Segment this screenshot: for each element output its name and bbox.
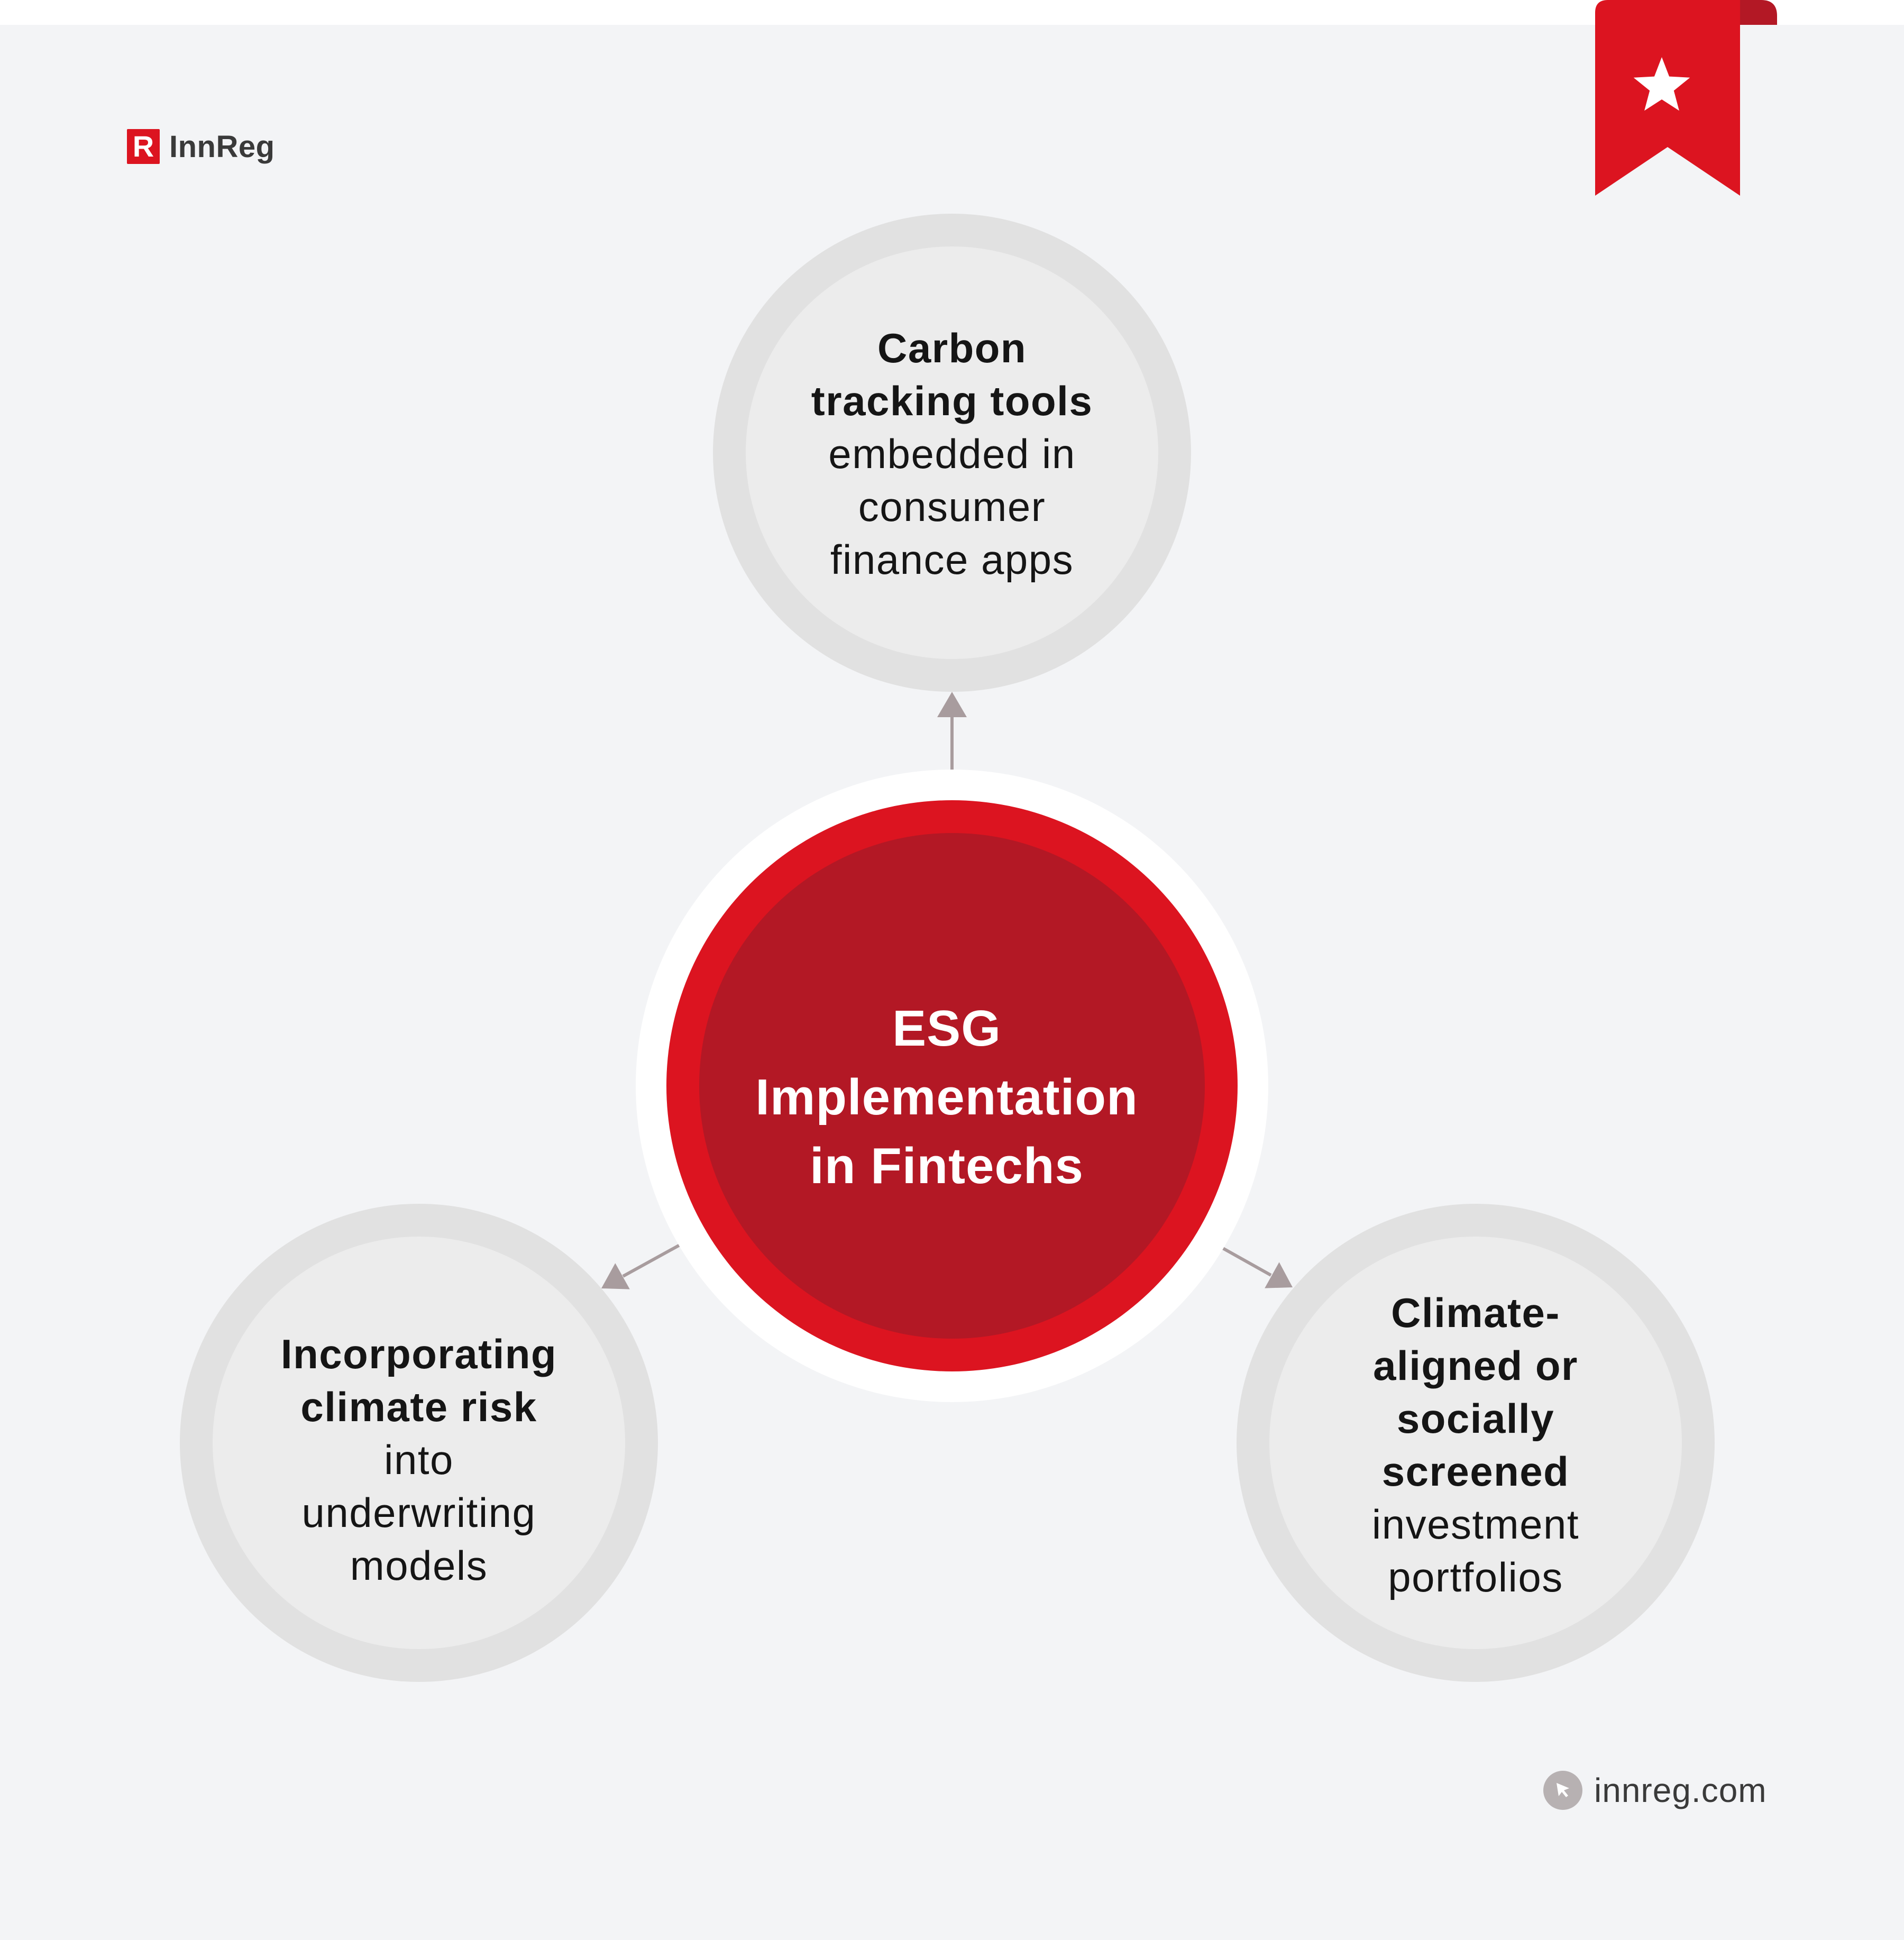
node-right-text: Climate- aligned or socially screened in…	[1290, 1286, 1661, 1604]
node-bold-line: screened	[1381, 1448, 1570, 1495]
node-left-text: Incorporating climate risk into underwri…	[234, 1328, 604, 1592]
center-hub	[636, 770, 1268, 1402]
node-bold-line: Climate-	[1391, 1289, 1560, 1336]
node-top-text: Carbon tracking tools embedded in consum…	[767, 322, 1137, 586]
node-text-line: finance apps	[830, 536, 1074, 583]
node-text-line: investment	[1371, 1501, 1580, 1548]
node-bold-line: aligned or	[1373, 1342, 1578, 1389]
node-circle-left	[180, 1204, 658, 1682]
node-circle-top	[713, 214, 1191, 692]
node-bold-line: Carbon	[877, 325, 1027, 371]
website-url[interactable]: innreg.com	[1594, 1771, 1767, 1809]
node-bold-line: socially	[1396, 1395, 1555, 1442]
node-text-line: embedded in	[828, 431, 1076, 477]
center-title-line: ESG	[892, 1000, 1001, 1057]
cursor-icon	[1543, 1771, 1582, 1810]
node-bold-line: Incorporating	[280, 1331, 557, 1377]
node-text-line: portfolios	[1388, 1554, 1563, 1600]
node-bold-line: tracking tools	[811, 378, 1093, 424]
node-text-line: into	[384, 1436, 454, 1483]
center-title-line: Implementation	[755, 1069, 1138, 1125]
logo-wordmark: InnReg	[169, 129, 275, 164]
brand-logo: R InnReg	[127, 129, 275, 164]
center-title: ESG Implementation in Fintechs	[682, 994, 1211, 1201]
node-circle-right	[1237, 1204, 1715, 1682]
node-bold-line: climate risk	[300, 1384, 537, 1430]
node-text-line: models	[350, 1542, 488, 1589]
website-link[interactable]: innreg.com	[1543, 1767, 1767, 1814]
logo-mark-icon: R	[127, 129, 160, 164]
node-text-line: underwriting	[301, 1489, 536, 1536]
bookmark-ribbon	[1595, 0, 1777, 196]
star-icon	[1633, 57, 1690, 111]
node-text-line: consumer	[858, 483, 1046, 530]
center-title-line: in Fintechs	[810, 1138, 1084, 1194]
